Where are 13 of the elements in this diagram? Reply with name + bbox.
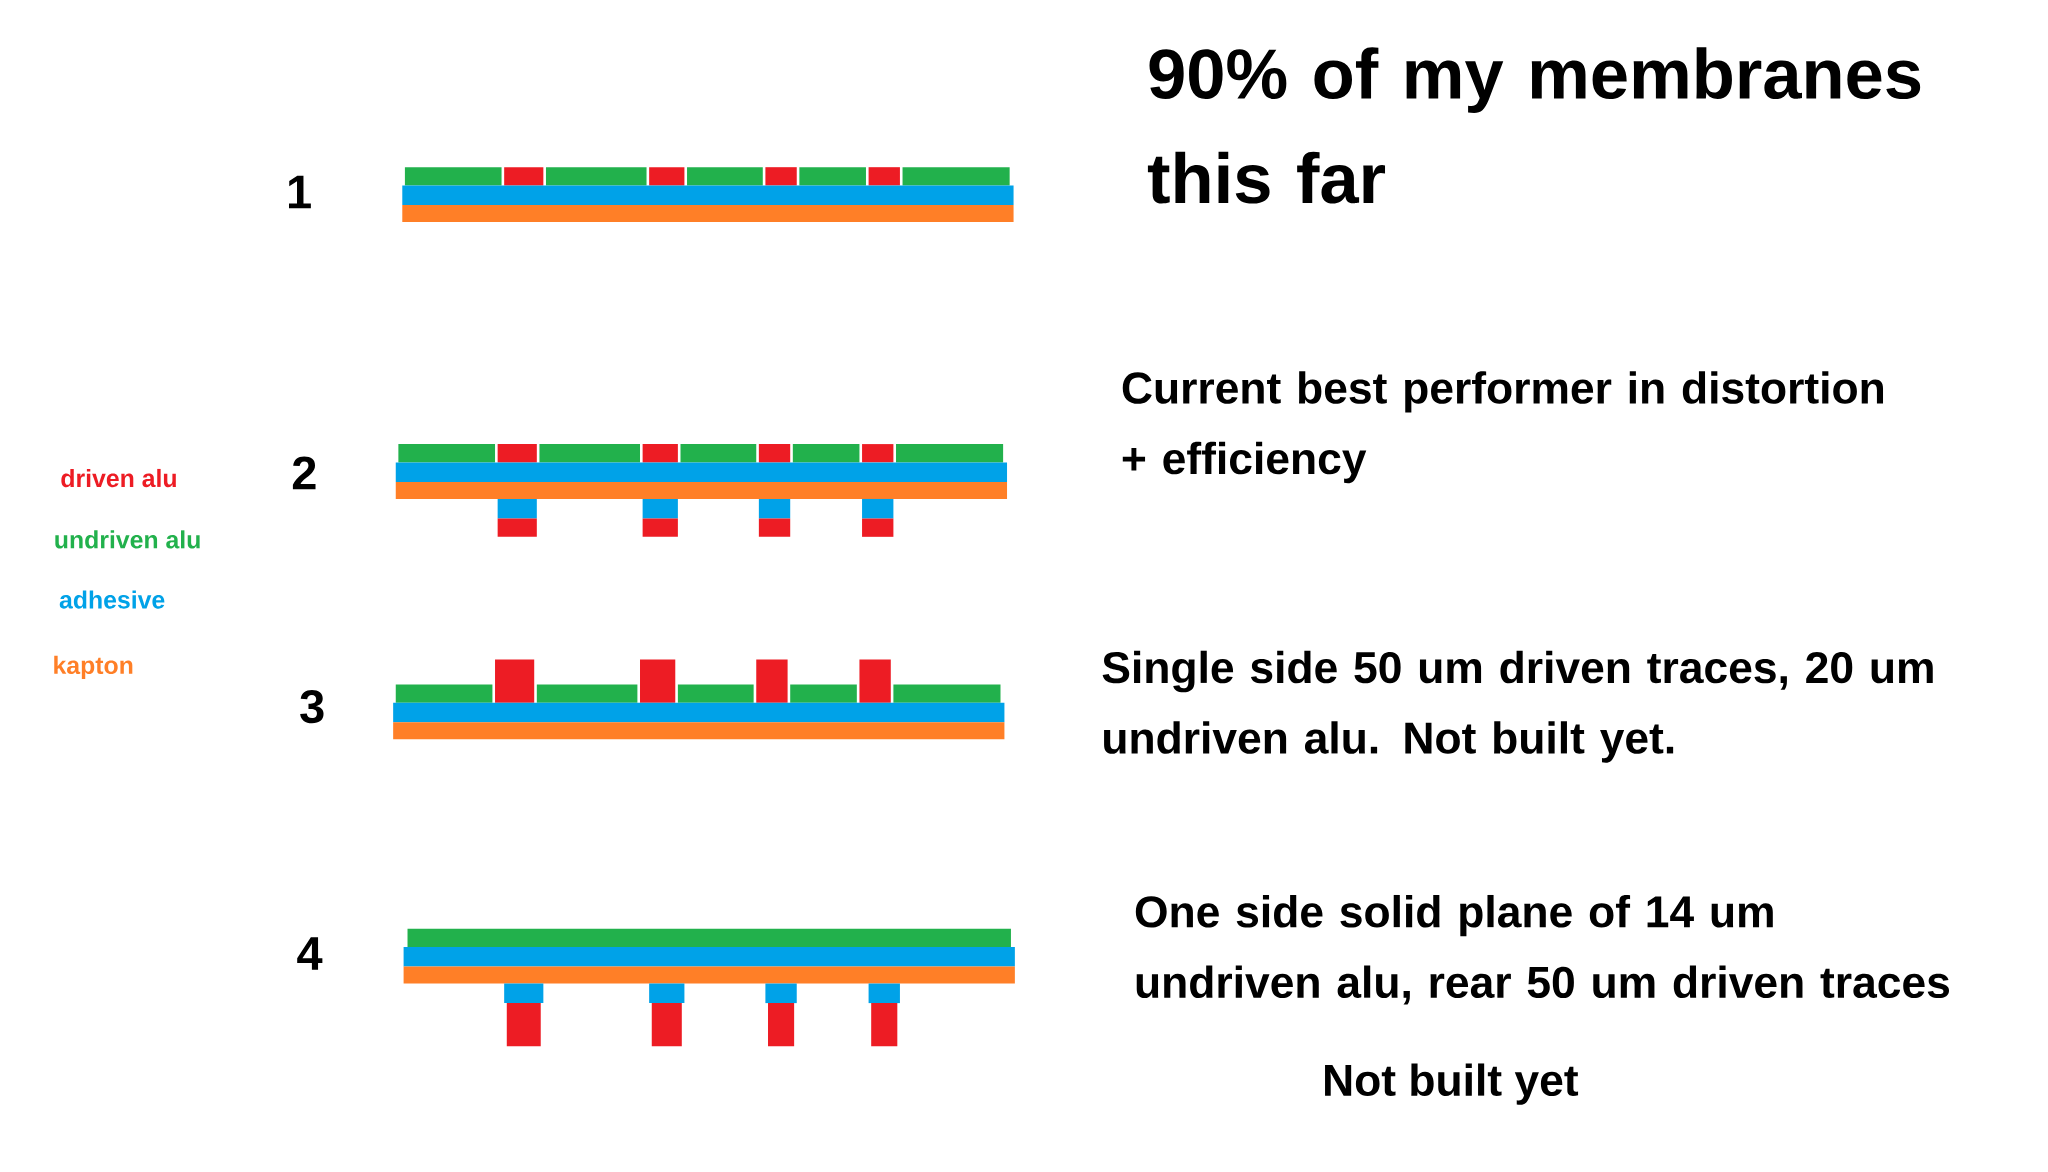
step-number: 3 [300,690,324,724]
legend-entry: kapton [54,656,133,680]
legend-entry: adhesive [59,590,165,609]
step-number: 4 [297,937,323,970]
step-number: 1 [289,176,311,209]
description-text: Single side 50 um driven traces, 20 um undriven alu. Not built yet. [1102,650,1933,763]
legend-entry: undriven alu [55,530,200,549]
description-text: 90% of my membranes this far [1147,47,1921,204]
description-text: Not built yet [1325,1063,1579,1106]
description-text: One side solid plane of 14 um undriven alu, rear 50 um driven traces [1135,895,1950,1005]
legend-entry: driven alu [61,469,176,488]
description-text: Current best performer in distortion + efficiency [1122,371,1883,484]
step-number: 2 [292,456,316,490]
